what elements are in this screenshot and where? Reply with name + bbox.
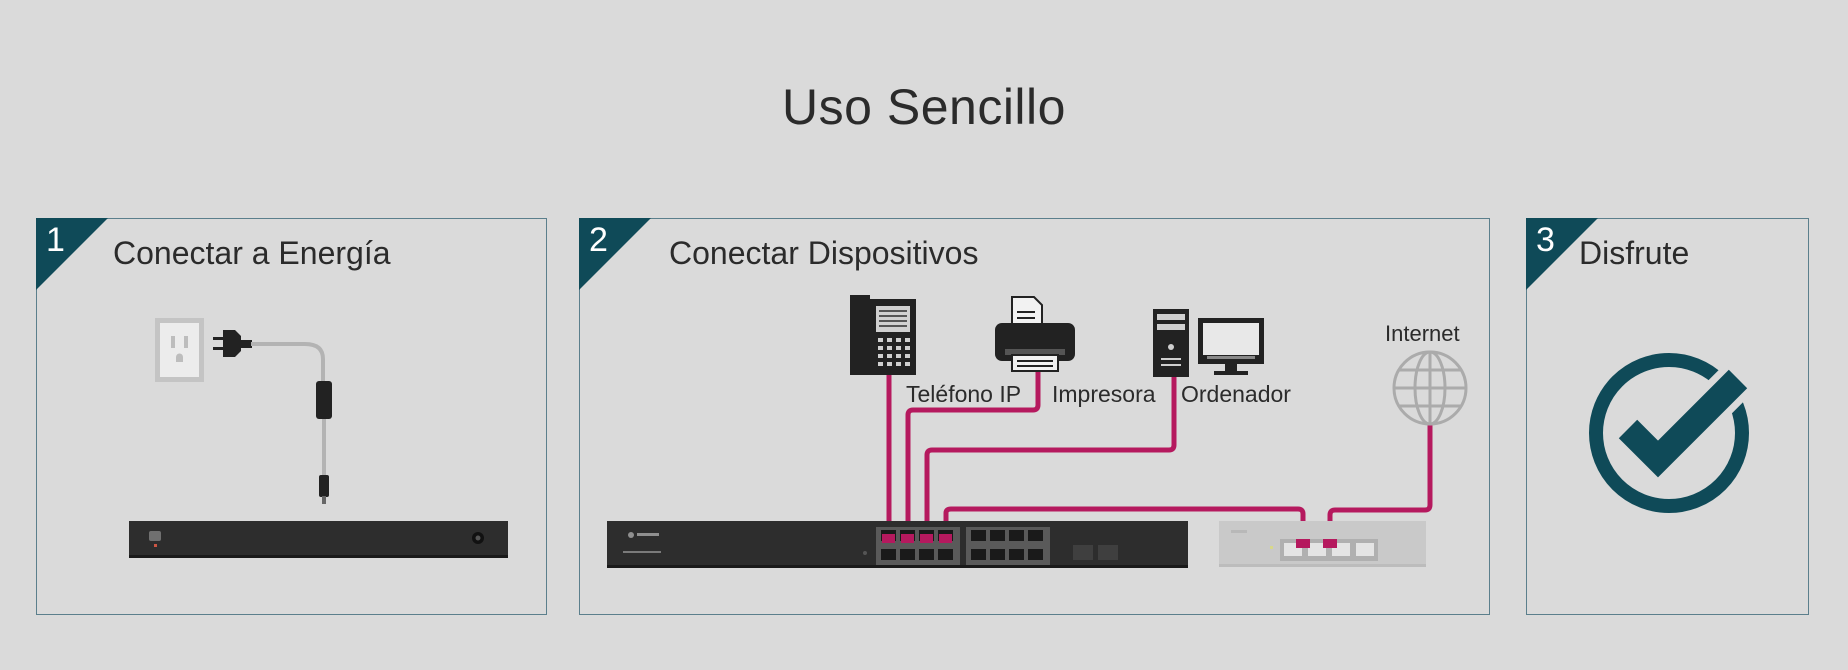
step-2-number: 2 [589,221,608,259]
page-title: Uso Sencillo [782,79,1066,135]
step-1-panel: 1 Conectar a Energía [36,218,547,615]
step-3-title: Disfrute [1579,235,1690,271]
step-1-number: 1 [46,221,65,259]
power-plug-icon [213,330,252,357]
step-2-panel: 2 Conectar Dispositivos [579,218,1490,615]
wall-outlet-icon [155,318,204,382]
power-connection-illustration [129,318,508,558]
internet-label: Internet [1385,321,1460,346]
ip-phone-label: Teléfono IP [906,381,1022,407]
switch-rear-icon [129,521,508,558]
printer-label: Impresora [1052,381,1156,407]
step-3-number: 3 [1536,221,1555,259]
router-icon [1219,521,1426,567]
ethernet-cables [886,359,1433,539]
step-1-title: Conectar a Energía [113,235,391,271]
computer-tower-icon [1153,309,1189,377]
network-switch-icon [607,521,1188,568]
ip-phone-icon [850,295,916,375]
internet-globe-icon [1392,350,1468,426]
step-3-panel: 3 Disfrute [1526,218,1809,615]
checkmark-illustration [1589,353,1753,513]
ferrite-bead [316,381,332,419]
step-2-title: Conectar Dispositivos [669,235,979,271]
computer-label: Ordenador [1181,381,1291,407]
monitor-icon [1198,318,1264,375]
power-cord [251,342,325,394]
device-connection-diagram [607,295,1468,568]
check-circle-icon [1589,353,1753,513]
printer-icon [995,296,1075,372]
